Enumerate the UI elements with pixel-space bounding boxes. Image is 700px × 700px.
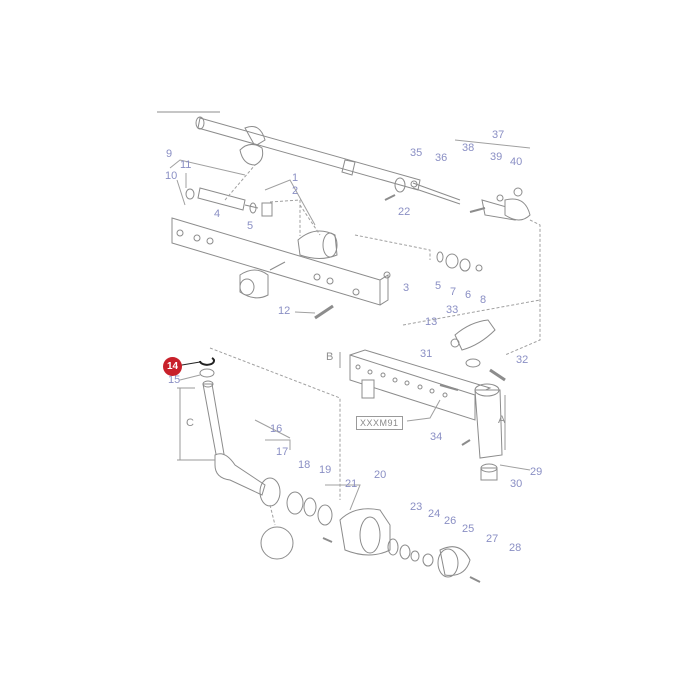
part-label-19: 19	[319, 464, 332, 476]
part-label-9: 9	[166, 148, 173, 160]
part-label-17: 17	[276, 446, 289, 458]
part-label-20: 20	[374, 469, 387, 481]
part-label-33: 33	[446, 304, 459, 316]
part-label-40: 40	[510, 156, 523, 168]
part-label-2: 2	[292, 185, 299, 197]
part-label-27: 27	[486, 533, 499, 545]
part-label-35: 35	[410, 147, 423, 159]
dimension-b: B	[326, 351, 334, 363]
part-label-4: 4	[214, 208, 221, 220]
part-label-16: 16	[270, 423, 283, 435]
part-label-32: 32	[516, 354, 529, 366]
part-label-34: 34	[430, 431, 443, 443]
part-label-21: 21	[345, 478, 358, 490]
part-label-10: 10	[165, 170, 178, 182]
part-label-25: 25	[462, 523, 475, 535]
part-label-36: 36	[435, 152, 448, 164]
dimension-c: C	[186, 417, 194, 429]
part-label-15: 15	[168, 374, 181, 386]
part-label-26: 26	[444, 515, 457, 527]
part-label-5-right: 5	[435, 280, 442, 292]
part-label-39: 39	[490, 151, 503, 163]
part-label-11: 11	[180, 159, 192, 171]
part-label-38: 38	[462, 142, 475, 154]
part-label-7: 7	[450, 286, 457, 298]
dimension-a: A	[498, 414, 506, 426]
part-label-29: 29	[530, 466, 543, 478]
part-label-37: 37	[492, 129, 505, 141]
part-label-13: 13	[425, 316, 438, 328]
part-label-28: 28	[509, 542, 522, 554]
part-label-23: 23	[410, 501, 423, 513]
part-label-18: 18	[298, 459, 311, 471]
part-label-12: 12	[278, 305, 291, 317]
part-label-24: 24	[428, 508, 441, 520]
part-label-6: 6	[465, 289, 472, 301]
highlighted-part-marker[interactable]: 14	[163, 357, 182, 376]
reference-tag: XXXM91	[356, 416, 403, 430]
part-label-30: 30	[510, 478, 523, 490]
part-label-8: 8	[480, 294, 487, 306]
part-label-1: 1	[292, 172, 299, 184]
part-label-31: 31	[420, 348, 433, 360]
part-label-5-left: 5	[247, 220, 254, 232]
part-label-22: 22	[398, 206, 411, 218]
part-label-3: 3	[403, 282, 410, 294]
